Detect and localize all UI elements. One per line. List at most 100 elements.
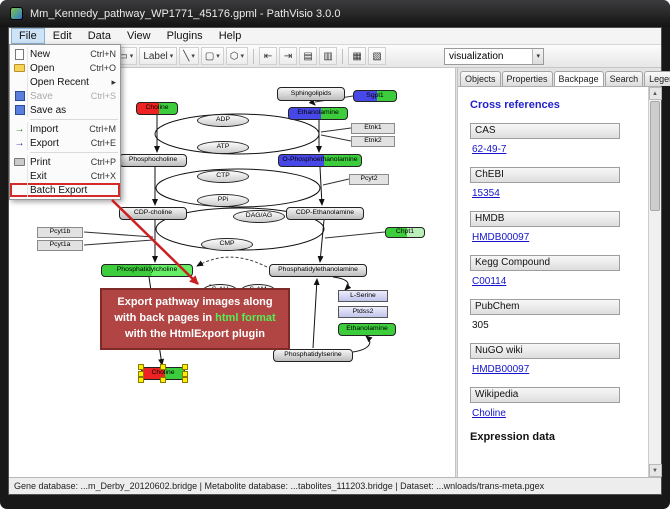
pathway-node-o-phosphoethanolamine[interactable]: O-Phosphoethanolamine — [278, 154, 362, 167]
pathway-node-ptdss2[interactable]: Ptdss2 — [338, 306, 388, 318]
stack-horizontal-button[interactable]: ▧ — [368, 47, 387, 65]
pathway-node-cdp-choline[interactable]: CDP-choline — [119, 207, 187, 220]
xref-link[interactable]: HMDB00097 — [472, 364, 530, 375]
pathway-node-ethanolamine[interactable]: Ethanolamine — [288, 107, 348, 120]
file-menu-item-save-as[interactable]: Save as — [10, 103, 120, 117]
selection-handle[interactable] — [138, 364, 144, 370]
pathway-node-phosphocholine[interactable]: Phosphocholine — [119, 154, 187, 167]
template-tool-button[interactable]: ⬡▾ — [225, 47, 249, 65]
scroll-down-icon[interactable]: ▼ — [648, 464, 662, 477]
pathway-node-etnk1[interactable]: Etnk1 — [351, 123, 395, 134]
xref-header: HMDB — [470, 211, 620, 227]
stack-vertical-button[interactable]: ▦ — [348, 47, 367, 65]
pathway-node-phosphatidylserine[interactable]: Phosphatidylserine — [273, 349, 353, 362]
toolbar-buttons: ▭▾Label▾╲▾▢▾⬡▾⇤⇥▤▥▦▧ — [114, 47, 387, 65]
file-menu-item-batch-export[interactable]: Batch Export — [10, 183, 120, 197]
pathway-node-ppi[interactable]: PPi — [197, 194, 249, 207]
scroll-up-icon[interactable]: ▲ — [648, 87, 662, 100]
selection-handle[interactable] — [160, 377, 166, 383]
align-left-button[interactable]: ⇤ — [259, 47, 278, 65]
pathway-node-atp[interactable]: ATP — [197, 141, 249, 154]
align-right-button[interactable]: ⇥ — [279, 47, 298, 65]
tab-objects[interactable]: Objects — [460, 71, 501, 86]
file-menu-item-label: Import — [30, 123, 59, 135]
pathway-node-ctp[interactable]: CTP — [197, 170, 249, 183]
pathway-node-choline[interactable]: Choline — [136, 102, 178, 115]
pathway-node-l-serine[interactable]: L-Serine — [338, 290, 388, 302]
xref-link[interactable]: C00114 — [472, 276, 507, 287]
tab-backpage[interactable]: Backpage — [553, 71, 604, 86]
menu-data[interactable]: Data — [87, 30, 111, 42]
menubar: File Edit Data View Plugins Help — [9, 28, 661, 45]
line-tool-icon: ╲ — [183, 50, 190, 62]
pathway-node-sphingolipids[interactable]: Sphingolipids — [277, 87, 345, 101]
line-tool-button[interactable]: ╲▾ — [179, 47, 199, 65]
xref-header: ChEBI — [470, 167, 620, 183]
pathway-node-adp[interactable]: ADP — [197, 114, 249, 127]
pathway-node-etnk2[interactable]: Etnk2 — [351, 136, 395, 147]
shape-tool-button[interactable]: ▢▾ — [200, 47, 224, 65]
pathway-node-sgpl1[interactable]: Sgpl1 — [353, 90, 397, 102]
selection-handle[interactable] — [138, 377, 144, 383]
menu-separator — [30, 152, 118, 153]
align-top-button[interactable]: ▤ — [299, 47, 318, 65]
pathway-node-phosphatidylcholine[interactable]: Phosphatidylcholine — [101, 264, 193, 277]
button-label: Label — [143, 50, 168, 62]
selection-handle[interactable] — [160, 364, 166, 370]
pathway-node-chpt1[interactable]: Chpt1 — [385, 227, 425, 238]
status-text: Gene database: ...m_Derby_20120602.bridg… — [14, 481, 545, 491]
tab-legend[interactable]: Legend — [644, 71, 670, 86]
label-tool-button[interactable]: Label▾ — [139, 47, 178, 65]
align-middle-button[interactable]: ▥ — [319, 47, 338, 65]
pathway-node-pcyt1b[interactable]: Pcyt1b — [37, 227, 83, 238]
menu-view[interactable]: View — [126, 30, 151, 42]
menu-edit[interactable]: Edit — [52, 30, 72, 42]
align-middle-icon: ▥ — [323, 50, 333, 62]
selection-handle[interactable] — [182, 370, 188, 377]
align-top-icon: ▤ — [303, 50, 313, 62]
pathway-node-pcyt1a[interactable]: Pcyt1a — [37, 240, 83, 251]
pathway-node-dag-ag[interactable]: DAG/AG — [233, 210, 285, 223]
scrollbar-track[interactable] — [649, 100, 662, 464]
tab-properties[interactable]: Properties — [501, 71, 553, 86]
panel-splitter[interactable] — [455, 68, 458, 477]
title-bar[interactable]: Mm_Kennedy_pathway_WP1771_45176.gpml - P… — [0, 0, 670, 27]
selection-handle[interactable] — [182, 377, 188, 383]
xref-link[interactable]: 15354 — [472, 188, 500, 199]
shape-tool-icon: ▢ — [204, 50, 215, 62]
xref-header: NuGO wiki — [470, 343, 620, 359]
pathway-node-ethanolamine[interactable]: Ethanolamine — [338, 323, 396, 336]
xref-link[interactable]: 62-49-7 — [472, 144, 507, 155]
xref-link[interactable]: HMDB00097 — [472, 232, 530, 243]
dropdown-caret-icon: ▾ — [191, 53, 195, 60]
pathway-node-pcyt2[interactable]: Pcyt2 — [349, 174, 389, 185]
tab-search[interactable]: Search — [604, 71, 644, 86]
vertical-scrollbar[interactable]: ▲ ▼ — [648, 87, 662, 477]
pathway-node-phosphatidylethanolamine[interactable]: Phosphatidylethanolamine — [269, 264, 367, 277]
selection-handle[interactable] — [138, 370, 144, 377]
scrollbar-thumb[interactable] — [649, 101, 660, 211]
dropdown-caret-icon: ▾ — [129, 53, 134, 60]
pathway-node-cdp-ethanolamine[interactable]: CDP-Ethanolamine — [286, 207, 364, 220]
menu-plugins[interactable]: Plugins — [166, 30, 203, 42]
file-menu-item-open-recent[interactable]: Open Recent▸ — [10, 75, 120, 89]
align-right-icon: ⇥ — [283, 50, 293, 62]
pathway-node-cmp[interactable]: CMP — [201, 238, 253, 251]
menu-file[interactable]: File — [11, 28, 45, 44]
menu-help[interactable]: Help — [218, 30, 242, 42]
file-menu-item-label: Open — [30, 62, 55, 74]
visualization-combobox[interactable]: visualization ▾ — [444, 47, 544, 65]
import-icon — [12, 122, 28, 136]
annotation-highlight: html format — [215, 311, 276, 324]
selection-handle[interactable] — [182, 364, 188, 370]
xref-link[interactable]: Choline — [472, 408, 506, 419]
